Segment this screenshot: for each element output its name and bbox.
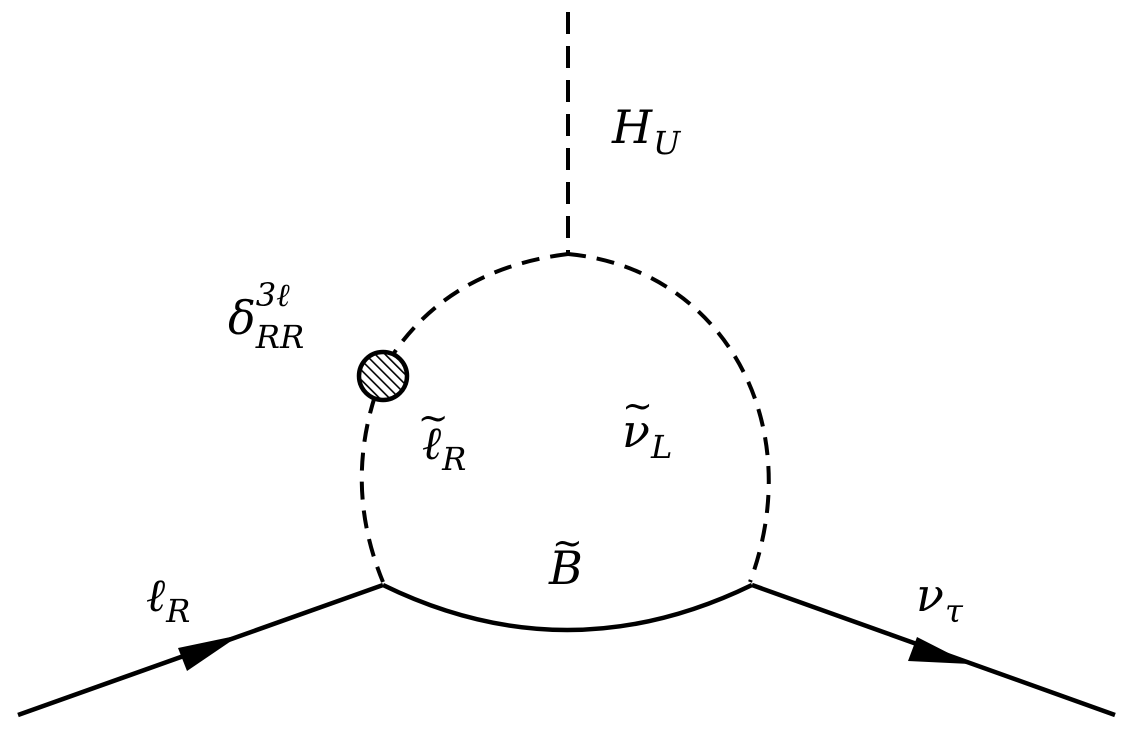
mass-insertion-blob — [356, 349, 410, 403]
lepton-in-label: ℓR — [146, 568, 191, 631]
bino-line — [382, 582, 753, 633]
sneutrino-label: νL — [622, 408, 672, 463]
bino-label: B — [549, 545, 583, 591]
slepton-line-upper — [380, 252, 569, 373]
slepton-label: ℓR — [422, 420, 466, 475]
lepton-in-arrow — [178, 635, 240, 671]
neutrino-out-arrow — [908, 637, 970, 664]
slepton-line-lower — [359, 395, 385, 583]
neutrino-out-label: ντ — [916, 568, 963, 631]
higgs-label: HU — [612, 100, 681, 163]
sneutrino-line — [567, 252, 771, 583]
